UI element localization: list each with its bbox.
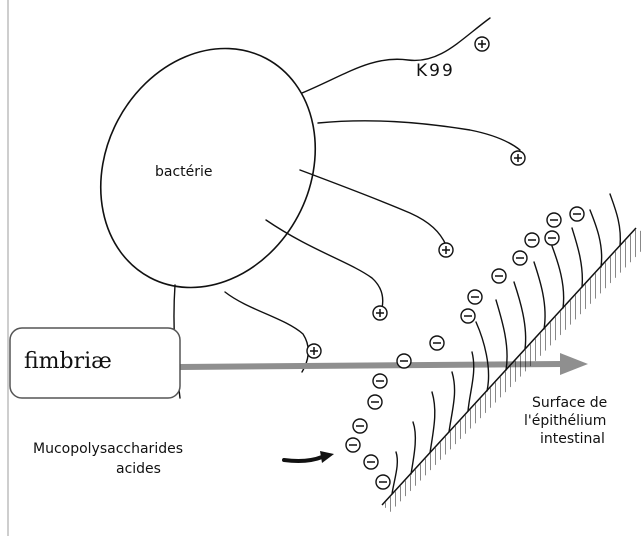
fimbria-strand-5	[225, 292, 308, 372]
fimbriae-label: fimbriæ	[24, 349, 112, 374]
mucopolysaccharides-pointer-arrow	[284, 457, 322, 461]
fimbriae-arrow-shaft	[180, 364, 562, 367]
mucopolysaccharides-label: Mucopolysaccharides acides	[33, 441, 187, 477]
fimbria-strand-2	[318, 121, 520, 150]
mucopolysaccharide-strands	[392, 194, 620, 494]
positive-charge-k99	[475, 37, 489, 51]
bacterium-label: bactérie	[155, 164, 213, 180]
positive-charge-4	[373, 306, 387, 320]
mucopolysaccharides-pointer-head	[320, 451, 334, 463]
fimbriae-arrow-head	[560, 353, 588, 375]
positive-charge-2	[511, 151, 525, 165]
epithelium-surface-label: Surface de l'épithélium intestinal	[524, 395, 612, 447]
positive-charges	[307, 37, 525, 358]
fimbria-strand-k99	[302, 18, 490, 93]
k99-label: K99	[416, 61, 455, 81]
fimbria-strand-3	[300, 170, 446, 245]
positive-charge-5	[307, 344, 321, 358]
epithelium-hatching	[382, 228, 642, 512]
positive-charge-3	[439, 243, 453, 257]
